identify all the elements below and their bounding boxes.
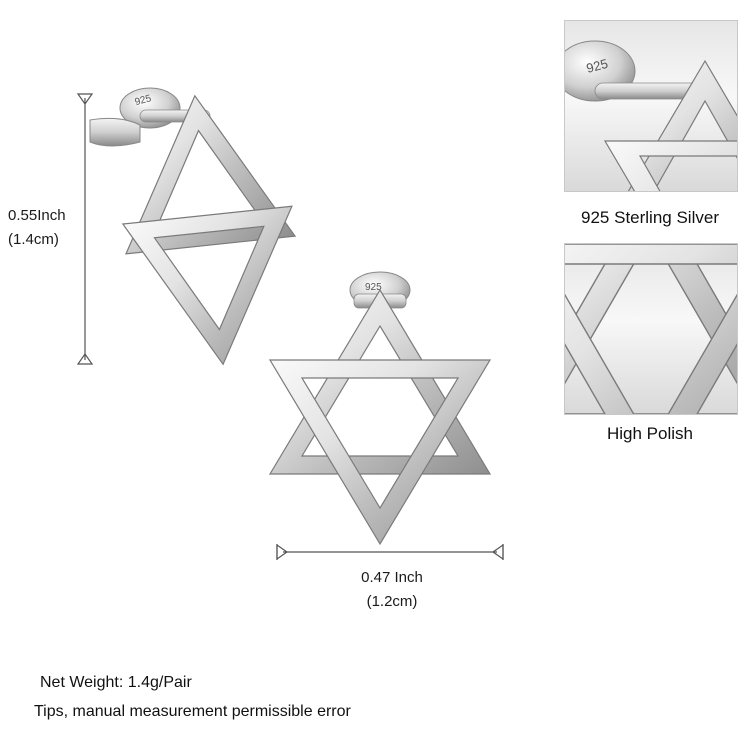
- earring-front-view: 925: [268, 271, 492, 546]
- height-dimension-line: [76, 93, 94, 365]
- earring-back-view: 925: [89, 87, 297, 366]
- star-of-david-2: [268, 288, 492, 546]
- thumbnail-high-polish: [564, 243, 738, 415]
- width-dimension-line: [276, 543, 504, 561]
- width-cm: (1.2cm): [366, 593, 418, 610]
- caption-sterling-silver: 925 Sterling Silver: [581, 208, 719, 227]
- net-weight-note: Net Weight: 1.4g/Pair: [40, 674, 192, 691]
- caption-high-polish: High Polish: [607, 424, 693, 443]
- thumbnail-high-polish-image: [565, 244, 737, 414]
- height-dimension-label: 0.55Inch (1.4cm): [8, 204, 66, 252]
- width-dimension-label: 0.47 Inch (1.2cm): [352, 566, 432, 614]
- height-inch: 0.55Inch: [8, 207, 66, 224]
- thumbnail-sterling-silver-image: 925: [565, 40, 737, 191]
- stud-stamp-2: 925: [365, 282, 382, 293]
- stud-stamp-1: 925: [134, 93, 153, 108]
- tips-note: Tips, manual measurement permissible err…: [34, 703, 351, 720]
- earring-butterfly-back: [89, 87, 181, 147]
- height-cm: (1.4cm): [8, 231, 59, 248]
- thumb-stamp: 925: [585, 56, 610, 76]
- star-of-david-1: [121, 94, 297, 366]
- width-inch: 0.47 Inch: [361, 569, 423, 586]
- thumbnail-sterling-silver: 925: [564, 20, 738, 192]
